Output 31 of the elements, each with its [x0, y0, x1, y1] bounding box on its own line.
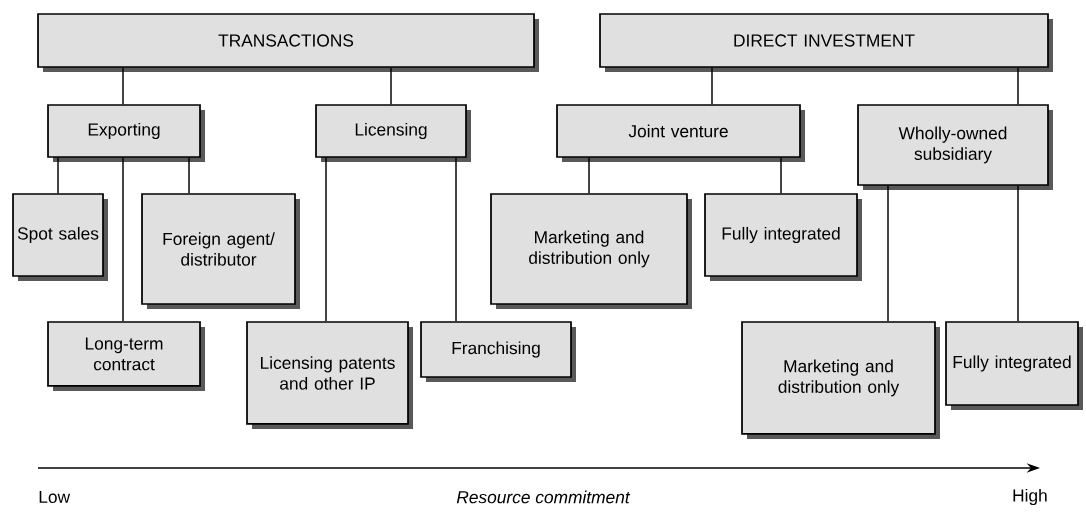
axis-label: High — [1013, 488, 1047, 506]
option-box: Franchising — [420, 321, 576, 382]
connector-line — [390, 67, 392, 105]
connector-line — [455, 157, 457, 322]
option-box: Joint venture — [556, 104, 805, 162]
option-box: Wholly-owned subsidiary — [857, 104, 1053, 190]
category-box: TRANSACTIONS — [37, 13, 539, 72]
connector-line — [57, 157, 59, 194]
connector-line — [588, 157, 590, 194]
option-box: Marketing and distribution only — [741, 321, 940, 439]
axis-title: Resource commitment — [456, 490, 631, 504]
option-box: Marketing and distribution only — [490, 193, 692, 309]
connector-line — [188, 157, 190, 194]
connector-line — [887, 185, 889, 322]
option-box: Foreign agent/ distributor — [141, 193, 300, 309]
connector-line — [711, 67, 713, 105]
axis-label: Low — [39, 490, 71, 504]
option-box: Licensing patents and other IP — [246, 321, 413, 429]
connector-line — [122, 157, 124, 322]
option-box: Fully integrated — [704, 193, 862, 281]
option-box: Spot sales — [12, 193, 108, 281]
option-box: Fully integrated — [945, 321, 1083, 410]
connector-line — [1017, 67, 1019, 105]
connector-line — [780, 157, 782, 194]
connector-line — [325, 157, 327, 322]
connector-line — [122, 67, 124, 105]
connector-line — [1017, 185, 1019, 322]
option-box: Exporting — [47, 104, 205, 162]
category-box: DIRECT INVESTMENT — [599, 13, 1053, 72]
option-box: Long-term contract — [47, 321, 205, 391]
option-box: Licensing — [315, 104, 471, 162]
